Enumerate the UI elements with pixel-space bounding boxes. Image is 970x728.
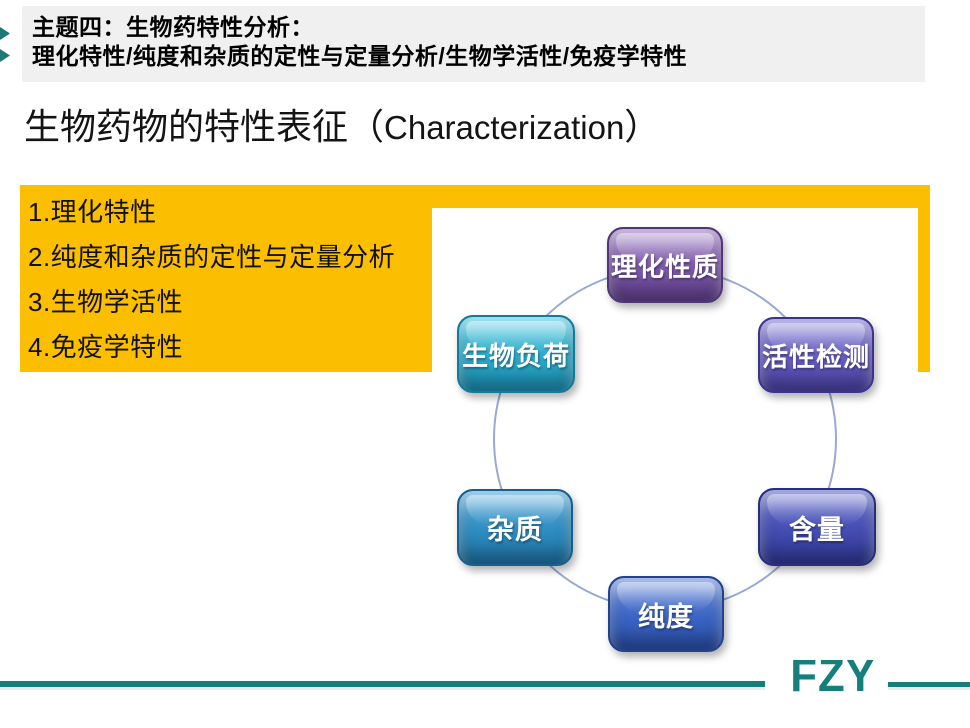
chevron-right-icon [0, 27, 10, 40]
page-title-zh: 生物药物的特性表征（ [24, 107, 385, 147]
diagram-node-bioburden: 生物负荷 [457, 315, 575, 393]
chevron-right-icon [0, 49, 10, 62]
header-line-2: 理化特性/纯度和杂质的定性与定量分析/生物学活性/免疫学特性 [32, 43, 688, 69]
page-title: 生物药物的特性表征（Characterization） [24, 98, 660, 150]
key-point-item: 1.理化特性 [28, 197, 157, 227]
diagram-node-content: 含量 [758, 488, 876, 566]
header-line-1: 主题四：生物药特性分析： [32, 14, 314, 40]
key-point-item: 3.生物学活性 [28, 287, 184, 317]
diagram-node-impurities: 杂质 [457, 489, 573, 566]
page-title-en: Characterization [384, 109, 625, 146]
footer-divider-short [888, 682, 970, 687]
page-title-close: ） [624, 107, 661, 147]
diagram-node-purity: 纯度 [608, 576, 724, 652]
cycle-diagram: 理化性质 活性检测 生物负荷 含量 杂质 纯度 [432, 208, 918, 660]
key-point-item: 2.纯度和杂质的定性与定量分析 [28, 242, 396, 272]
diagram-node-activity-assay: 活性检测 [758, 317, 874, 393]
header-banner: 主题四：生物药特性分析： 理化特性/纯度和杂质的定性与定量分析/生物学活性/免疫… [22, 6, 925, 82]
diagram-node-physicochemical: 理化性质 [607, 227, 723, 303]
footer-divider [0, 681, 765, 687]
key-point-item: 4.免疫学特性 [28, 332, 184, 362]
